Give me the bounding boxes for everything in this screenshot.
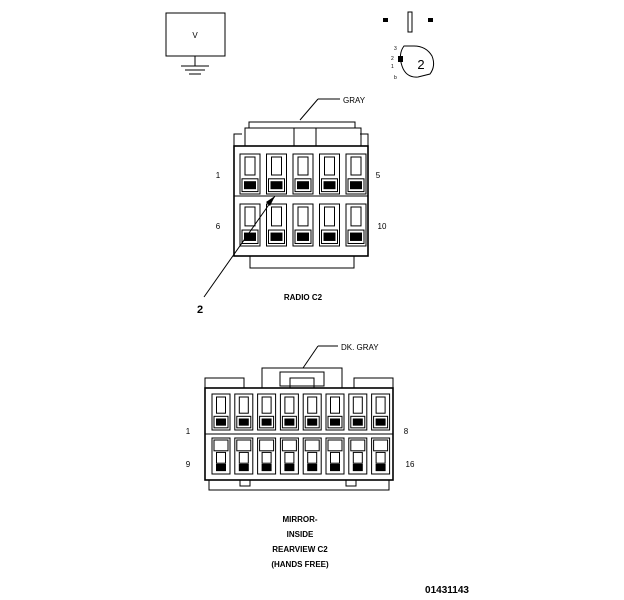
- mirror-bottom-cavity: [234, 437, 254, 475]
- mirror-top-cavity: [371, 393, 391, 431]
- radio-pin-10-label: 10: [378, 222, 387, 231]
- radio-pin-6-label: 6: [216, 222, 221, 231]
- mirror-pin-16-label: 16: [406, 460, 415, 469]
- pin-probe-icon: 3 2 1 b 2: [383, 11, 435, 81]
- radio-bottom-cavity: [345, 203, 367, 247]
- figure-id: 01431143: [425, 585, 469, 596]
- mirror-top-cavity: [234, 393, 254, 431]
- radio-connector-title: RADIO C2: [284, 293, 323, 302]
- radio-callout-number: 2: [197, 304, 203, 316]
- mirror-title-line-4: (HANDS FREE): [271, 560, 329, 569]
- mirror-top-cavity: [257, 393, 277, 431]
- mirror-top-cavity: [211, 393, 231, 431]
- radio-bottom-cavity: [319, 203, 340, 247]
- voltmeter-label: V: [192, 31, 198, 40]
- probe-tiny-label: 3: [394, 46, 397, 52]
- mirror-bottom-cavity: [279, 437, 299, 475]
- mirror-bottom-cavity: [371, 437, 391, 475]
- probe-tiny-label: 2: [391, 56, 394, 62]
- radio-color-label: GRAY: [343, 96, 366, 105]
- probe-tiny-label: b: [394, 75, 397, 81]
- probe-tiny-label: 1: [391, 64, 394, 70]
- radio-pin-5-label: 5: [376, 171, 381, 180]
- mirror-bottom-cavity: [302, 437, 322, 475]
- mirror-pin-8-label: 8: [404, 427, 409, 436]
- mirror-bottom-cavity: [257, 437, 277, 475]
- mirror-bottom-cavity: [211, 437, 231, 475]
- radio-c2-connector: GRAY 1 5 6 10 2 RADIO C2: [197, 96, 387, 316]
- mirror-top-cavity: [302, 393, 322, 431]
- radio-bottom-cavity: [266, 203, 287, 247]
- radio-bottom-cavity: [292, 203, 314, 247]
- mirror-pin-9-label: 9: [186, 460, 191, 469]
- mirror-bottom-cavity: [348, 437, 368, 475]
- probe-pin-number: 2: [417, 57, 424, 72]
- mirror-title-line-1: MIRROR-: [282, 515, 317, 524]
- radio-top-cavity: [319, 153, 340, 195]
- radio-top-cavity: [345, 153, 367, 195]
- mirror-top-cavity: [325, 393, 345, 431]
- mirror-top-cavity: [348, 393, 368, 431]
- mirror-color-label: DK. GRAY: [341, 343, 379, 352]
- radio-top-cavity: [266, 153, 287, 195]
- voltmeter-symbol: V: [165, 12, 226, 75]
- radio-bottom-cavity: [239, 203, 261, 247]
- mirror-c2-connector: DK. GRAY 1 8 9 16 MIRROR- INSIDE REARVIE…: [186, 343, 415, 569]
- mirror-pin-1-label: 1: [186, 427, 191, 436]
- radio-pin-1-label: 1: [216, 171, 221, 180]
- mirror-title-line-3: REARVIEW C2: [272, 545, 328, 554]
- radio-top-cavity: [292, 153, 314, 195]
- mirror-title-line-2: INSIDE: [287, 530, 314, 539]
- mirror-top-cavity: [279, 393, 299, 431]
- radio-top-cavity: [239, 153, 261, 195]
- mirror-bottom-cavity: [325, 437, 345, 475]
- pin-callout-arrow: [203, 195, 276, 298]
